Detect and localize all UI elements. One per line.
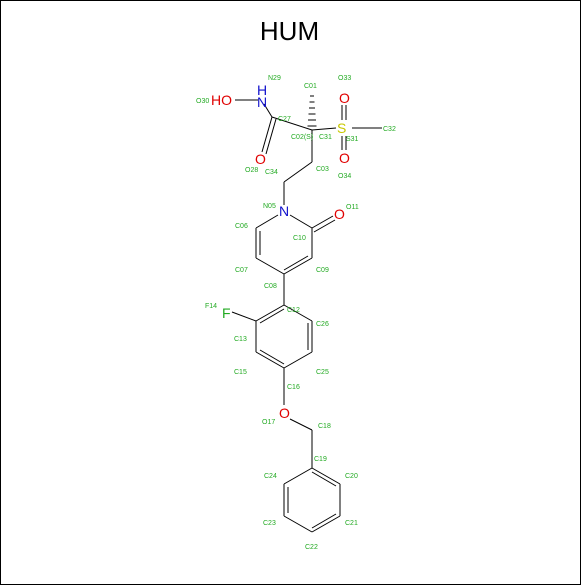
- atom-label: O30: [196, 98, 209, 105]
- symbol-s: S: [337, 120, 346, 136]
- bond-c27-o28-double: [265, 118, 277, 155]
- bond-c15-c16-double: [259, 349, 285, 365]
- atom-label: O28: [245, 167, 258, 174]
- bond-n29-c27: [263, 103, 273, 118]
- bonds: [231, 95, 382, 533]
- symbol-h-amide: H: [257, 82, 267, 98]
- symbol-f: F: [222, 305, 231, 321]
- bond-c20-c19: [311, 467, 341, 485]
- atom-label: C07: [235, 267, 248, 274]
- atom-label: C03: [316, 166, 329, 173]
- atom-label: C24: [264, 473, 277, 480]
- symbol-n-amide: N: [257, 94, 267, 110]
- bond-c02-s31: [311, 127, 337, 131]
- bond-c22-c21: [311, 515, 341, 533]
- atom-label: N29: [268, 75, 281, 82]
- bond-c27-c02: [271, 116, 313, 131]
- atom-label: O33: [338, 75, 351, 82]
- symbol-n-ring: N: [279, 203, 289, 219]
- atom-label: C19: [314, 456, 327, 463]
- bond-c27-o28: [261, 116, 273, 153]
- atom-label: C22: [305, 544, 318, 551]
- atom-label: C16: [287, 384, 300, 391]
- atom-label: O34: [338, 173, 351, 180]
- atom-label: C08: [264, 283, 277, 290]
- symbol-o-ring: O: [334, 206, 345, 222]
- bond-c19-c24: [283, 467, 313, 485]
- bond-c08-c09: [283, 257, 313, 275]
- atom-label: C06: [235, 223, 248, 230]
- bond-c03-c04: [283, 161, 313, 183]
- symbol-o-ether: O: [279, 405, 290, 421]
- atom-label: C18: [318, 423, 331, 430]
- bond-c15-c16: [255, 351, 285, 369]
- atom-label: S31: [346, 136, 359, 143]
- atom-label: C34: [265, 169, 278, 176]
- bond-c23-c22: [283, 515, 313, 533]
- atom-label: C13: [234, 336, 247, 343]
- atom-label: C01: [304, 83, 317, 90]
- bond-c12-c13-double: [259, 308, 285, 324]
- atom-label: O17: [262, 419, 275, 426]
- atom-label: C12: [287, 307, 300, 314]
- bond-c12-c13: [255, 304, 285, 322]
- symbol-ho: HO: [211, 92, 232, 108]
- atom-label: C21: [345, 520, 358, 527]
- atom-label: C25: [316, 369, 329, 376]
- bond-c16-c25: [283, 351, 313, 369]
- atom-label: C27: [278, 116, 291, 123]
- bond-c10-n05: [289, 214, 313, 229]
- atom-labels: O30 N29 C01 O33 C27 C02(S) S31 C32 C31 O…: [196, 75, 396, 551]
- atom-label: C09: [316, 267, 329, 274]
- molecule-title: HUM: [259, 16, 320, 46]
- bond-c10-o11-double: [313, 219, 336, 233]
- atom-label: C15: [234, 369, 247, 376]
- element-symbols: HO H N O S O O N O F O: [211, 82, 350, 421]
- atom-label: N05: [263, 203, 276, 210]
- bond-c10-o11: [311, 215, 334, 229]
- symbol-o-s1: O: [339, 90, 350, 106]
- atom-label: C32: [383, 126, 396, 133]
- atom-label: C31: [319, 134, 332, 141]
- symbol-o-s2: O: [339, 150, 350, 166]
- bond-o17-c18: [289, 418, 313, 431]
- atom-label: F14: [205, 303, 217, 310]
- bond-c08-c09-double: [283, 255, 309, 271]
- atom-label: C23: [263, 520, 276, 527]
- atom-label: C10: [293, 235, 306, 242]
- atom-label: O11: [346, 204, 359, 211]
- bond-c07-c08: [255, 257, 285, 275]
- bond-c13-f14: [231, 311, 257, 322]
- atom-label: C26: [316, 321, 329, 328]
- bond-c22-c21-double: [311, 513, 337, 529]
- symbol-o-carbonyl: O: [255, 151, 266, 167]
- atom-label: C02(S): [291, 134, 313, 141]
- atom-label: C20: [345, 473, 358, 480]
- bond-c02-c01-hash: [307, 95, 317, 127]
- bond-c20-c19-double: [311, 471, 337, 487]
- bond-c26-c12: [283, 304, 313, 322]
- bond-n05-c06: [255, 214, 279, 229]
